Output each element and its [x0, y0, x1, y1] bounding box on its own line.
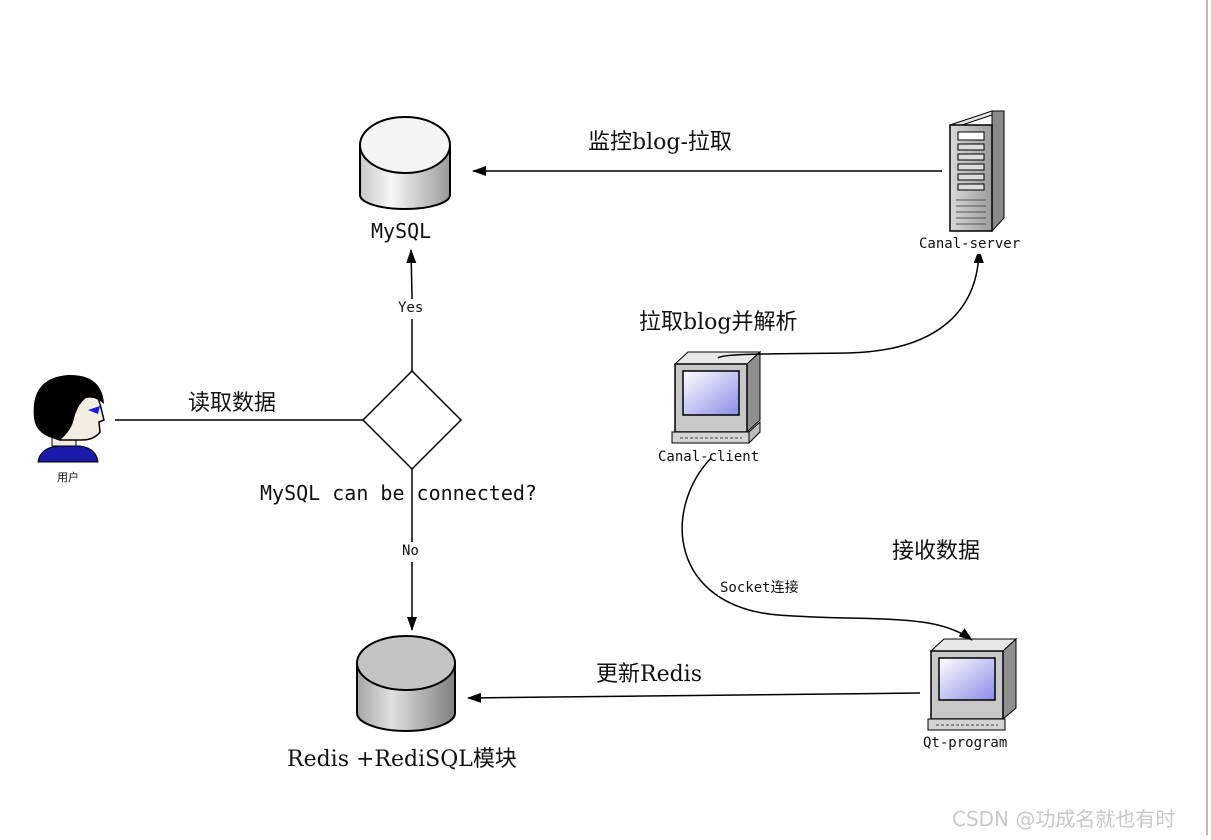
socket-label: Socket连接	[720, 580, 799, 596]
read-data-label: 读取数据	[188, 391, 277, 416]
user-label: 用户	[57, 471, 79, 484]
client-to-qt-curve	[681, 457, 973, 641]
csdn-watermark: CSDN @功成名就也有时	[952, 807, 1176, 831]
client-to-server-curve	[717, 249, 984, 359]
page-right-border	[1206, 0, 1208, 835]
pull-parse-label: 拉取blog并解析	[639, 310, 798, 335]
update-redis-label: 更新Redis	[596, 662, 702, 687]
diamond-yes-arrow	[406, 249, 417, 371]
redis-database-icon	[356, 635, 456, 732]
client-computer-icon	[671, 350, 762, 444]
decision-question-label: MySQL can be connected?	[260, 481, 537, 505]
decision-diamond	[361, 369, 463, 471]
mysql-database-icon	[359, 116, 451, 210]
qt-program-label: Qt-program	[923, 735, 1008, 751]
canal-server-label: Canal-server	[919, 236, 1021, 252]
receive-data-label: 接收数据	[892, 539, 981, 564]
qt-computer-icon	[927, 637, 1018, 731]
monitor-binlog-label: 监控blog-拉取	[588, 130, 732, 155]
yes-label: Yes	[398, 300, 424, 316]
mysql-label: MySQL	[371, 219, 432, 243]
no-label: No	[402, 543, 419, 559]
server-tower-icon	[949, 110, 1005, 233]
qt-to-redis-arrow	[467, 692, 921, 703]
canal-client-label: Canal-client	[658, 449, 760, 465]
redis-label: Redis +RediSQL模块	[287, 747, 517, 772]
user-icon	[33, 374, 105, 463]
